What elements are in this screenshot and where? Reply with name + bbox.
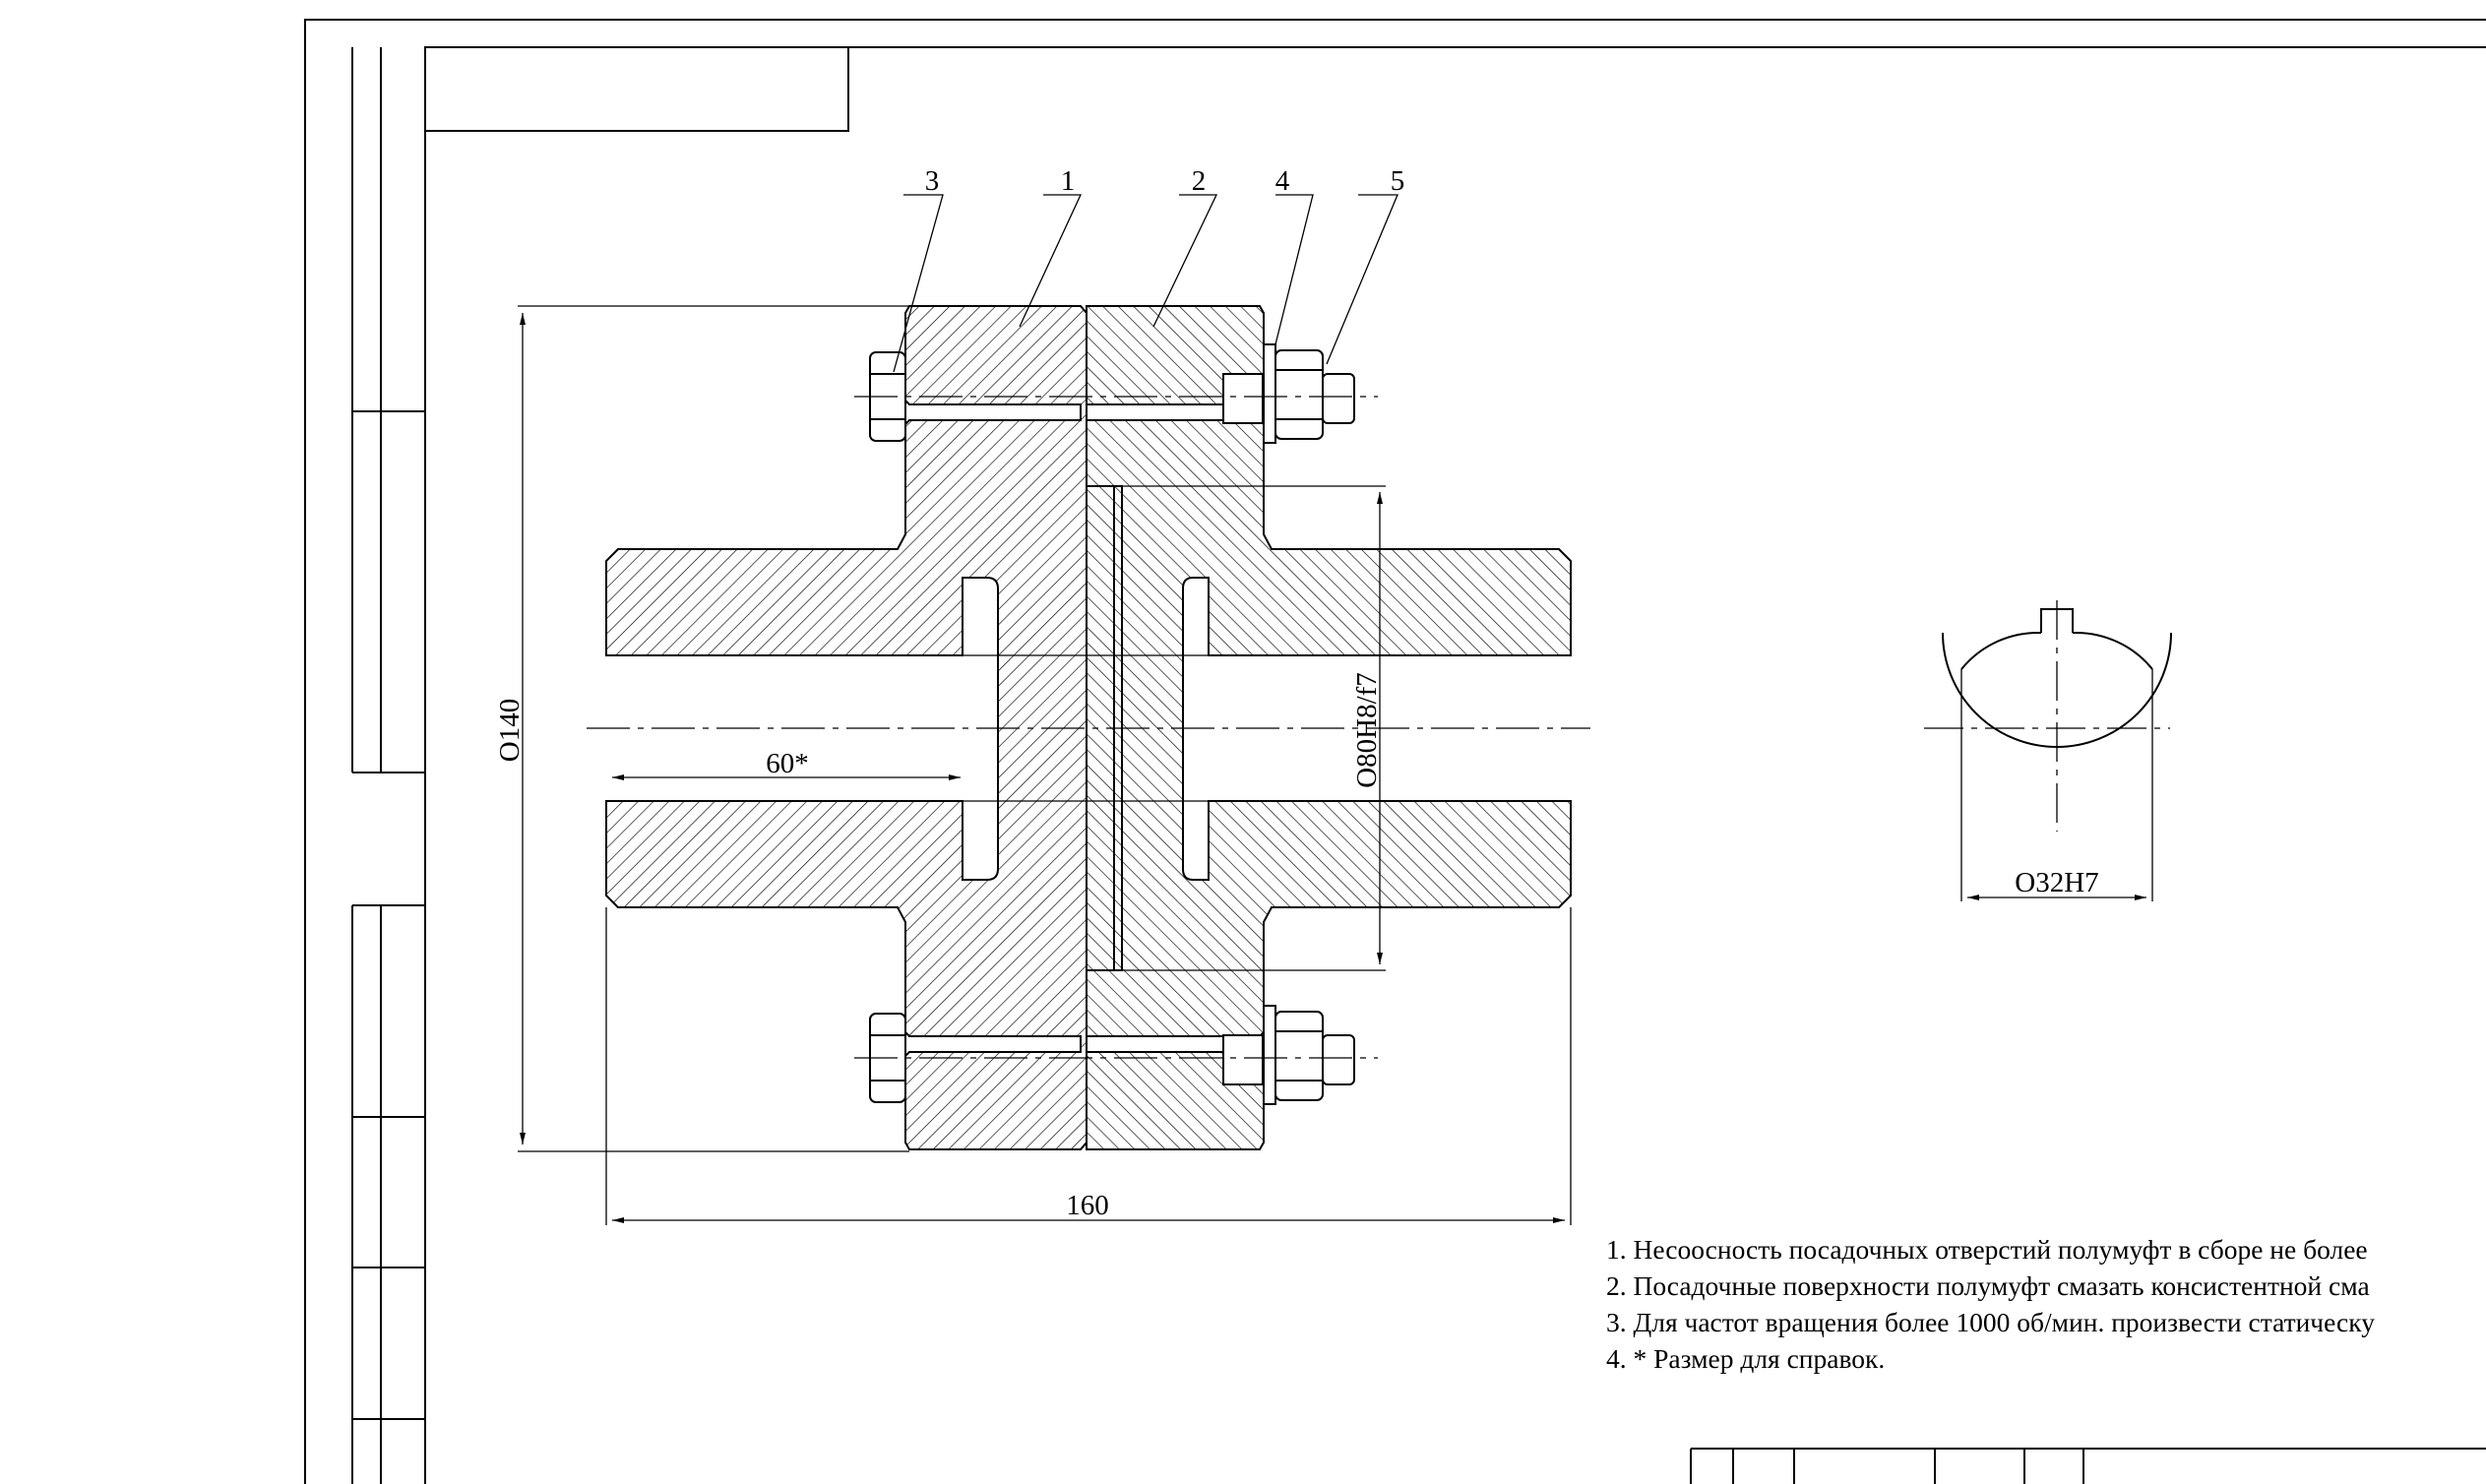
bore-section-view (1924, 600, 2172, 901)
balloon-4: 4 (1275, 165, 1290, 197)
dim-bore: O32H7 (2015, 867, 2098, 898)
part-leaders (893, 194, 1398, 373)
half-coupling-1 (605, 305, 1088, 1150)
dimension-texts: O140 160 60* O80H8/f7 (494, 672, 1383, 1221)
balloon-2: 2 (1192, 165, 1207, 197)
drawing-frame (304, 19, 2486, 1484)
balloon-5: 5 (1391, 165, 1405, 197)
dim-outer-diameter: O140 (494, 699, 526, 762)
note-3: 3. Для частот вращения более 1000 об/мин… (1606, 1307, 2375, 1337)
balloon-3: 3 (925, 165, 940, 197)
balloon-1: 1 (1061, 165, 1076, 197)
dim-hub-depth: 60* (766, 748, 809, 779)
note-1: 1. Несоосность посадочных отверстий полу… (1606, 1234, 2368, 1265)
bolt-top (869, 343, 1355, 444)
note-2: 2. Посадочные поверхности полумуфт смаза… (1606, 1270, 2370, 1301)
dim-length: 160 (1066, 1190, 1109, 1221)
technical-notes: 1. Несоосность посадочных отверстий полу… (1606, 1234, 2375, 1374)
note-4: 4. * Размер для справок. (1606, 1343, 1885, 1374)
dimension-lines (518, 305, 1572, 1225)
part-balloons: 3 1 2 4 5 (925, 165, 1405, 197)
center-lines (587, 396, 1590, 1059)
dim-pilot-fit: O80H8/f7 (1351, 672, 1383, 788)
coupling-section-view (587, 305, 1590, 1150)
